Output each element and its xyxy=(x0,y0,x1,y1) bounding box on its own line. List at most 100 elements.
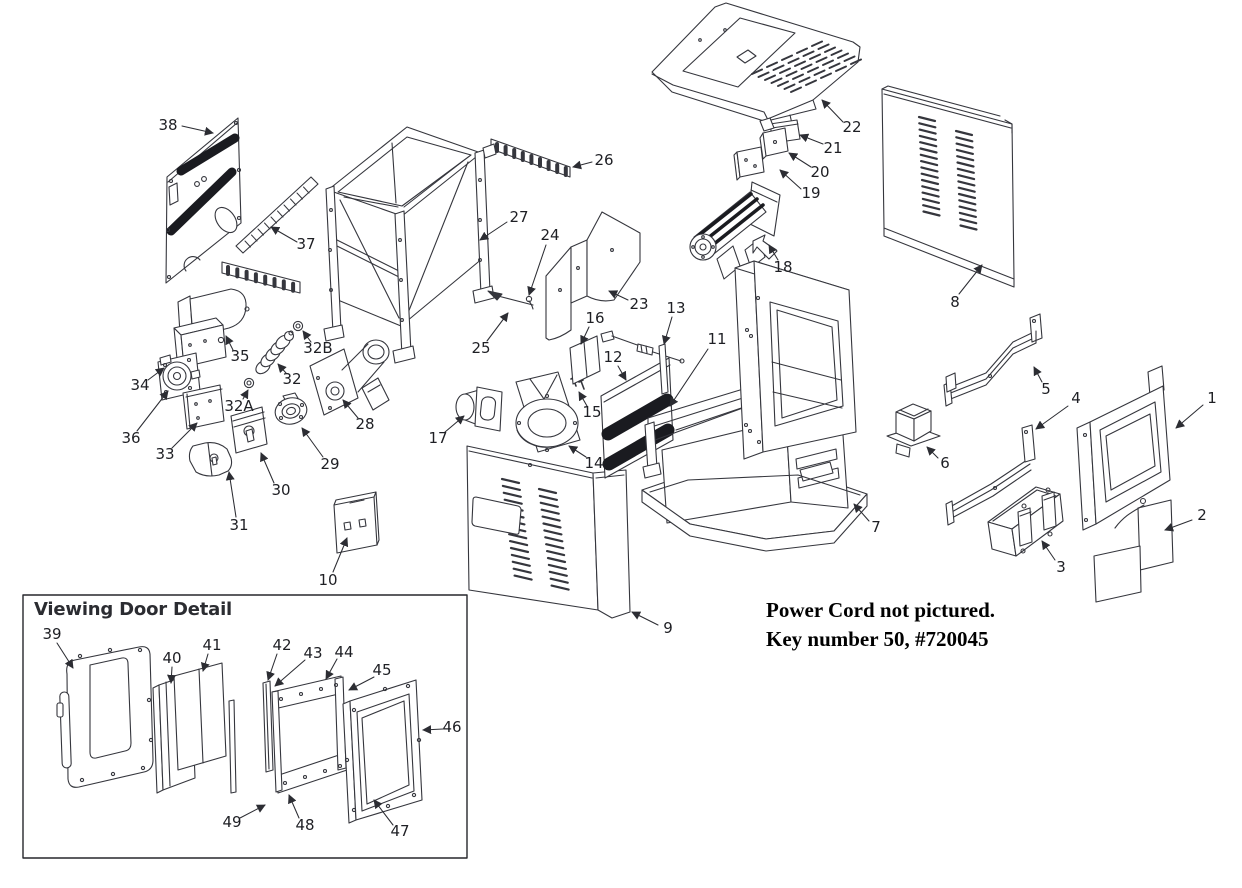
part-label-35: 35 xyxy=(230,347,249,365)
leader-line-41 xyxy=(200,653,210,672)
part-37-channel-strip xyxy=(235,176,319,254)
leader-line-24 xyxy=(527,244,547,296)
power-cord-note: Power Cord not pictured. Key number 50, … xyxy=(766,596,995,654)
part-32-auger-screw xyxy=(255,330,295,375)
leader-line-22 xyxy=(821,99,844,123)
part-label-21: 21 xyxy=(823,139,842,157)
part-label-32A: 32A xyxy=(224,397,254,415)
part-label-36: 36 xyxy=(121,429,140,447)
part-label-30: 30 xyxy=(271,481,290,499)
part-label-13: 13 xyxy=(666,299,685,317)
part-5-upper-trim-bracket xyxy=(943,313,1043,407)
leader-line-10 xyxy=(332,537,349,573)
part-label-22: 22 xyxy=(842,118,861,136)
leader-line-5 xyxy=(1033,366,1043,383)
note-line-1: Power Cord not pictured. xyxy=(766,598,996,622)
part-23-heat-shield xyxy=(545,211,641,341)
part-label-1: 1 xyxy=(1207,389,1217,407)
part-label-38: 38 xyxy=(158,116,177,134)
part-label-4: 4 xyxy=(1071,389,1081,407)
leader-line-16 xyxy=(580,326,590,345)
part-label-26: 26 xyxy=(594,151,613,169)
part-41-door-glass xyxy=(173,662,227,771)
part-7-pedestal-base xyxy=(641,474,868,552)
note-line-2: Key number 50, #720045 xyxy=(766,627,989,651)
leader-line-47 xyxy=(373,799,394,826)
leader-line-44 xyxy=(325,658,338,680)
part-30-bracket-plate xyxy=(230,406,268,454)
part-label-37: 37 xyxy=(296,235,315,253)
part-32a-nut xyxy=(243,377,255,389)
part-33-mount-plate xyxy=(182,384,225,430)
leader-line-1 xyxy=(1175,404,1204,429)
inset-title: Viewing Door Detail xyxy=(34,599,233,620)
part-10-access-plate xyxy=(333,491,380,554)
leader-line-9 xyxy=(631,611,659,626)
part-label-39: 39 xyxy=(42,625,61,643)
part-label-3: 3 xyxy=(1056,558,1066,576)
part-label-23: 23 xyxy=(629,295,648,313)
part-label-32B: 32B xyxy=(303,339,332,357)
leader-line-49 xyxy=(239,804,266,819)
part-1-viewing-door xyxy=(1076,365,1171,531)
leader-line-13 xyxy=(661,316,673,345)
leader-line-42 xyxy=(266,653,278,681)
part-label-18: 18 xyxy=(773,258,792,276)
part-2-ash-pan-cover xyxy=(1093,497,1174,603)
leader-line-11 xyxy=(669,348,709,407)
part-label-20: 20 xyxy=(810,163,829,181)
leader-line-25 xyxy=(486,312,509,342)
part-label-48: 48 xyxy=(295,816,314,834)
part-24-hitch-pin xyxy=(525,295,534,310)
part-label-33: 33 xyxy=(155,445,174,463)
part-label-11: 11 xyxy=(707,330,726,348)
leader-line-12 xyxy=(617,365,627,381)
part-label-40: 40 xyxy=(162,649,181,667)
part-16-gasket-panel xyxy=(569,335,601,385)
part-label-17: 17 xyxy=(428,429,447,447)
part-19-junction-box xyxy=(733,146,765,181)
part-label-8: 8 xyxy=(950,293,960,311)
part-label-14: 14 xyxy=(584,454,603,472)
leader-line-15 xyxy=(578,391,588,407)
part-31-bracket xyxy=(188,442,233,477)
leader-line-14 xyxy=(568,445,587,458)
part-labels-layer: 3837262724252316131211151714222120191885… xyxy=(42,99,1217,840)
leader-line-38 xyxy=(181,125,214,136)
leader-line-18 xyxy=(768,244,779,261)
leader-line-46 xyxy=(422,725,444,735)
leader-line-48 xyxy=(288,794,300,819)
leader-line-23 xyxy=(608,290,629,301)
leader-line-34 xyxy=(147,367,165,381)
leader-line-32 xyxy=(277,363,287,374)
part-label-32: 32 xyxy=(282,370,301,388)
part-46-inner-door xyxy=(342,679,423,824)
leader-line-19 xyxy=(779,169,802,190)
part-29-flange xyxy=(274,392,308,425)
part-label-41: 41 xyxy=(202,636,221,654)
part-label-45: 45 xyxy=(372,661,391,679)
viewing-door-inset xyxy=(22,594,468,859)
part-32b-nut xyxy=(292,320,304,332)
leader-line-26 xyxy=(572,160,593,170)
leader-line-43 xyxy=(274,659,306,687)
leader-line-6 xyxy=(926,446,939,459)
part-label-31: 31 xyxy=(229,516,248,534)
leader-line-37 xyxy=(270,226,298,243)
leader-line-7 xyxy=(853,503,870,522)
inset-border xyxy=(22,594,468,859)
part-label-29: 29 xyxy=(320,455,339,473)
part-42-retainer-strip xyxy=(262,680,274,773)
part-38-rear-panel xyxy=(165,117,242,284)
part-3-hinge-box xyxy=(987,486,1064,557)
leader-line-30 xyxy=(260,452,275,484)
part-label-12: 12 xyxy=(603,348,622,366)
part-label-9: 9 xyxy=(663,619,673,637)
part-22-hopper-lid xyxy=(651,2,862,133)
part-label-15: 15 xyxy=(582,403,601,421)
glass-gasket-strip xyxy=(228,699,237,794)
leader-line-33 xyxy=(171,422,198,449)
part-25-cleanout-rod xyxy=(487,290,534,306)
part-label-34: 34 xyxy=(130,376,149,394)
